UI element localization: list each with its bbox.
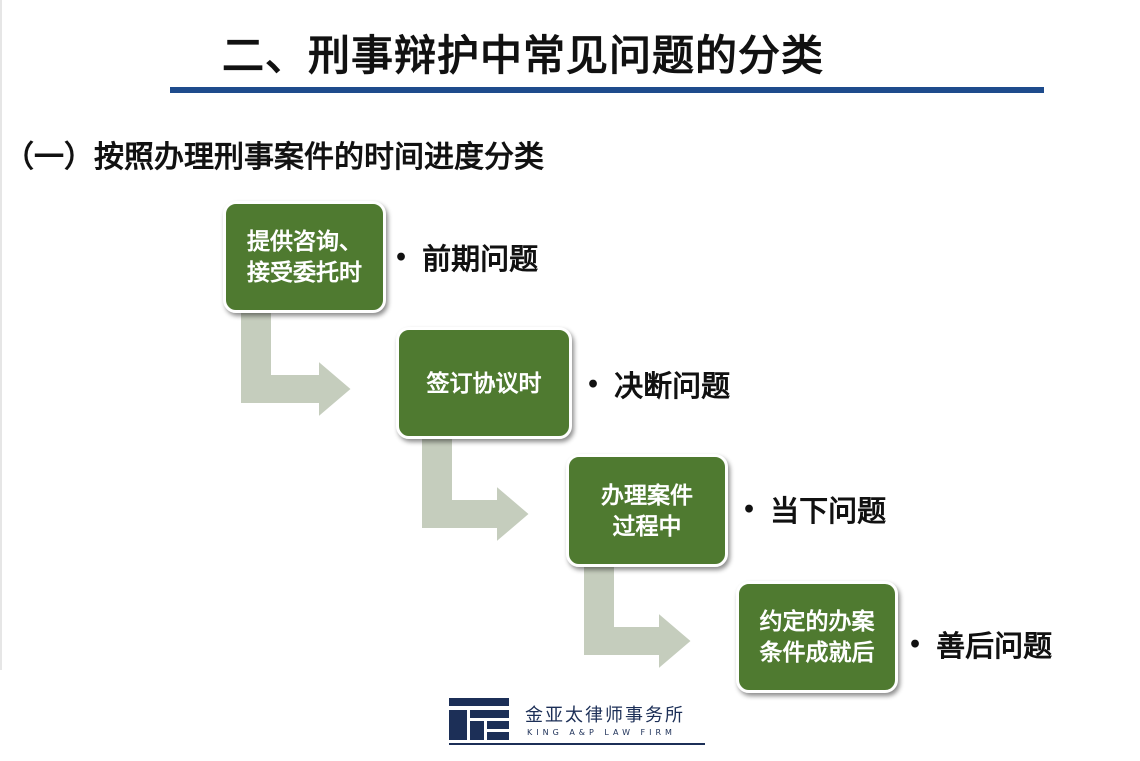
section-subtitle: （一）按照办理刑事案件的时间进度分类	[4, 140, 544, 175]
bullet-dot: •	[742, 497, 757, 523]
step-line: 约定的办案	[759, 608, 875, 635]
bullet-dot: •	[586, 372, 601, 398]
step-line: 办理案件	[601, 481, 693, 509]
firm-name-cn: 金亚太律师事务所	[525, 705, 685, 726]
bullet-early-issues: • 前期问题	[394, 236, 538, 278]
bullet-current-issues: • 当下问题	[742, 488, 886, 530]
title-underline	[170, 87, 1044, 93]
bullet-label: 前期问题	[422, 242, 539, 276]
flow-arrow-1	[239, 311, 354, 421]
logo-underline	[449, 743, 705, 745]
law-firm-logo-icon	[449, 698, 509, 740]
step-line: 提供咨询、	[247, 228, 362, 255]
step-line: 签订协议时	[426, 369, 542, 397]
step-box-agreement: 签订协议时	[396, 327, 572, 439]
firm-logo: 金亚太律师事务所 KING A&P LAW FIRM	[449, 698, 709, 750]
bullet-decision-issues: • 决断问题	[586, 363, 730, 405]
left-edge-line	[0, 0, 2, 670]
bullet-label: 当下问题	[770, 494, 887, 528]
flow-arrow-3	[582, 565, 694, 673]
bullet-label: 善后问题	[936, 629, 1053, 663]
step-line: 接受委托时	[247, 259, 362, 286]
bullet-label: 决断问题	[614, 369, 731, 403]
bullet-dot: •	[908, 632, 923, 658]
page-title: 二、刑事辩护中常见问题的分类	[222, 31, 825, 80]
firm-name-en: KING A&P LAW FIRM	[527, 728, 676, 737]
bullet-dot: •	[394, 245, 409, 271]
bullet-aftermath-issues: • 善后问题	[908, 623, 1052, 665]
step-box-in-progress: 办理案件 过程中	[566, 454, 728, 567]
step-line: 过程中	[612, 512, 682, 540]
step-box-after-conditions: 约定的办案 条件成就后	[736, 581, 898, 693]
step-line: 条件成就后	[759, 639, 875, 666]
flow-arrow-2	[420, 437, 532, 546]
step-box-consultation: 提供咨询、 接受委托时	[223, 201, 386, 313]
